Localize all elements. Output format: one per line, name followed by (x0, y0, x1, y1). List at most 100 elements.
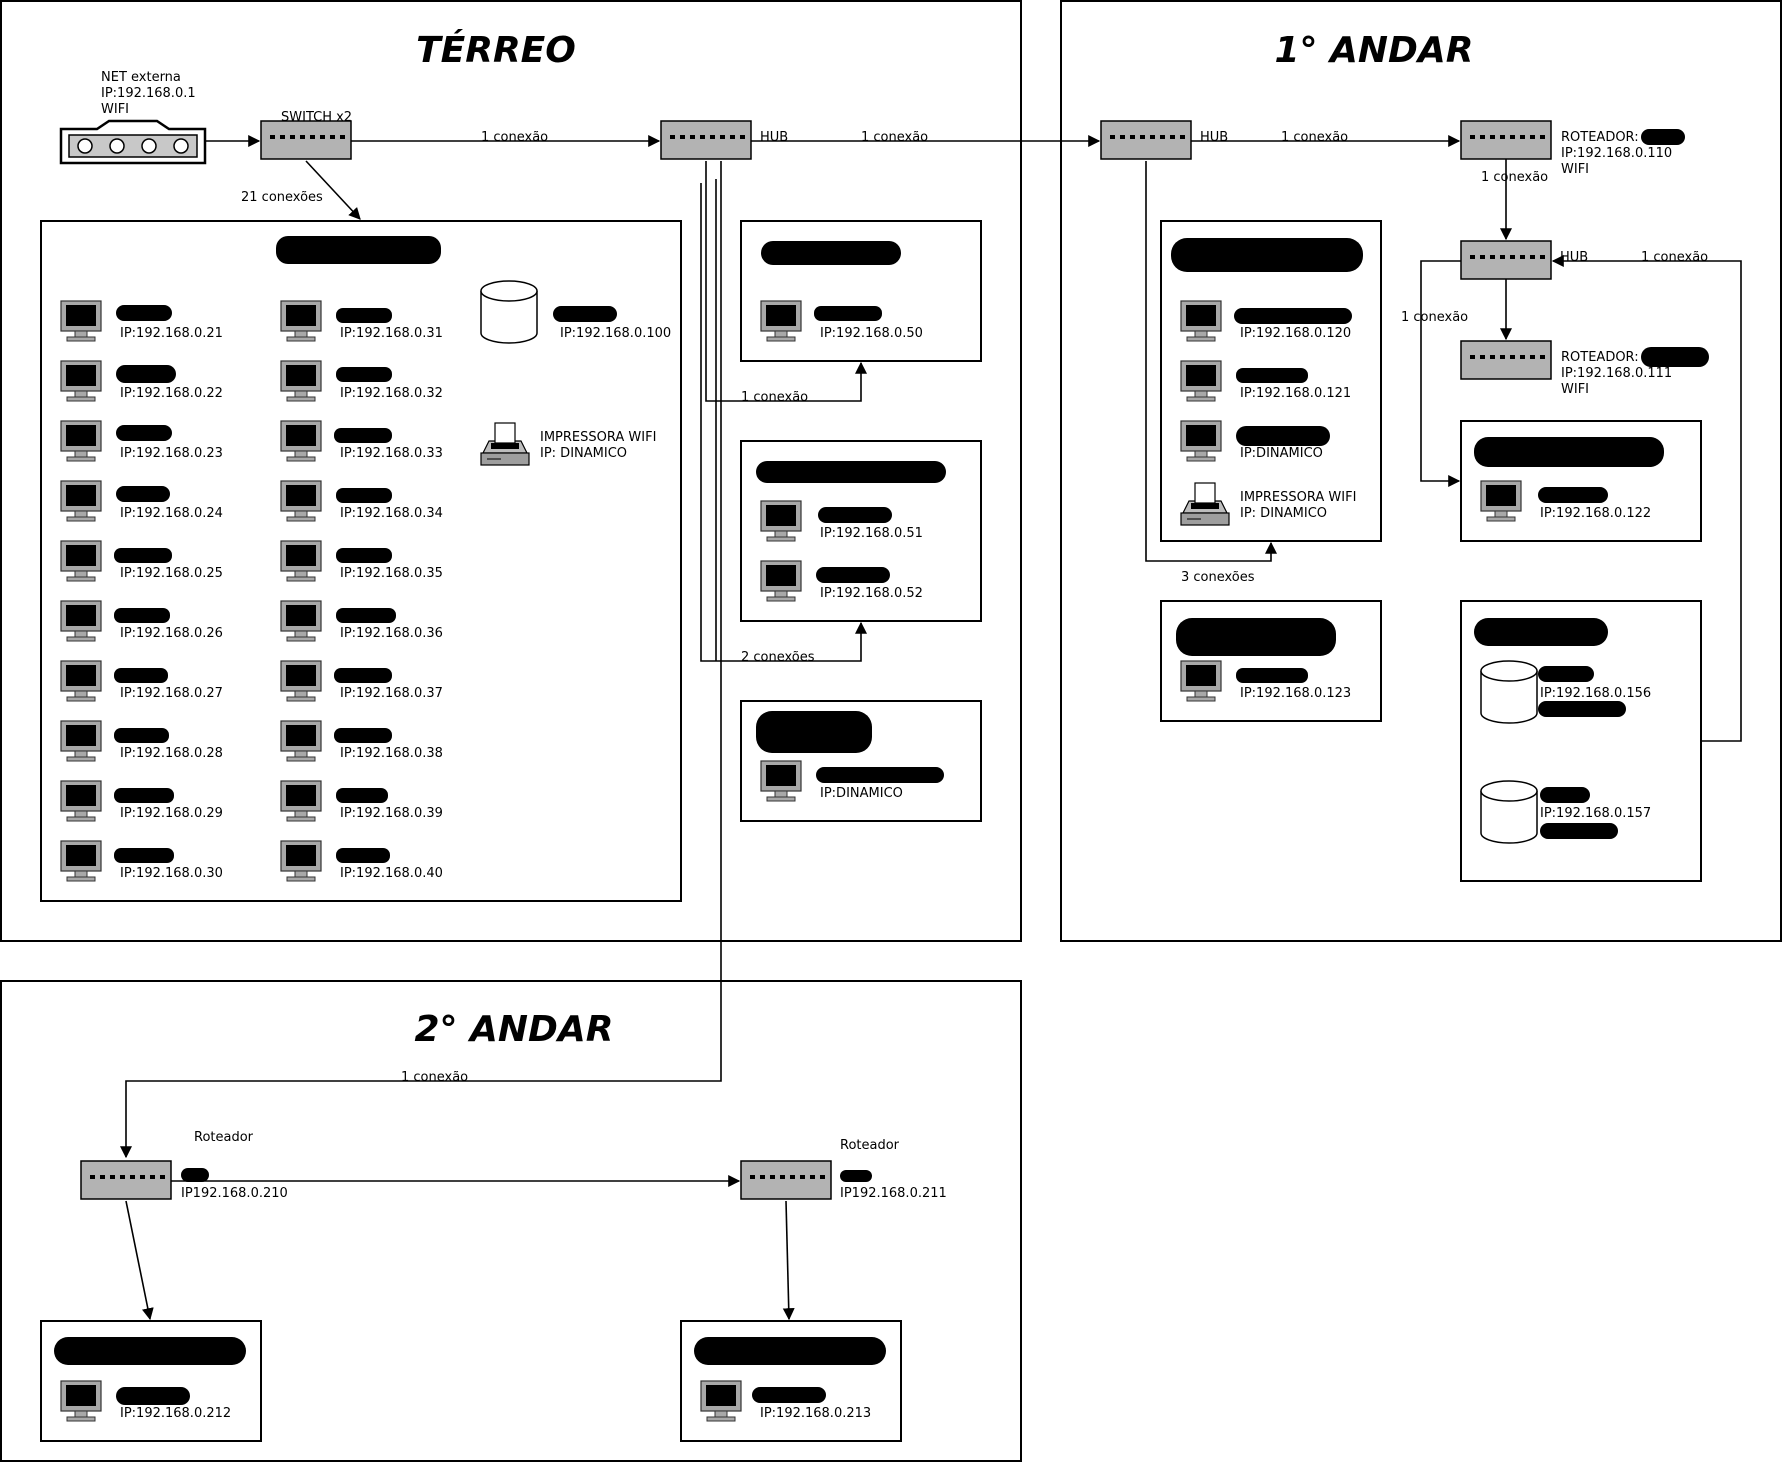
wire-hub-room-a (1145, 161, 1277, 562)
printer-label-2: IP: DINAMICO (540, 446, 627, 461)
hub-andar1-label: HUB (1200, 130, 1228, 145)
room-a-andar1 (1160, 220, 1382, 542)
conn-andar2-label: 1 conexão (401, 1070, 468, 1085)
room-b-andar2-ip: IP:192.168.0.213 (760, 1406, 871, 1421)
pc-icon (280, 660, 322, 702)
pc-ip: IP:192.168.0.22 (120, 386, 223, 401)
zone-title-andar1: 1° ANDAR (1274, 30, 1473, 71)
room-dynamic (740, 700, 982, 822)
router1-icon (1460, 120, 1552, 160)
hub2-label: HUB (1560, 250, 1588, 265)
pc-icon (60, 840, 102, 882)
room51-ip: IP:192.168.0.51 (820, 526, 923, 541)
pc-icon (760, 500, 802, 542)
conn-hub2-right-label: 1 conexão (1641, 250, 1708, 265)
pc-icon (280, 360, 322, 402)
router2-label-1: ROTEADOR: (1561, 350, 1639, 365)
router-a-andar2-icon (80, 1160, 172, 1200)
zone-title-andar2: 2° ANDAR (414, 1009, 613, 1050)
pc-icon (700, 1380, 742, 1422)
router-a-ip: IP192.168.0.210 (181, 1186, 288, 1201)
wire-hub-room51a (700, 183, 867, 662)
pc-icon (760, 560, 802, 602)
room-a-ip-1: IP:192.168.0.120 (1240, 326, 1351, 341)
pc-ip: IP:192.168.0.35 (340, 566, 443, 581)
wire-hub2-room122 (1420, 260, 1461, 487)
pc-icon (1180, 300, 1222, 342)
pc-icon (60, 360, 102, 402)
zone-andar1 (1060, 0, 1782, 942)
printer-a-label-2: IP: DINAMICO (1240, 506, 1327, 521)
router-b-andar2-icon (740, 1160, 832, 1200)
room-large (40, 220, 682, 902)
router-b-ip: IP192.168.0.211 (840, 1186, 947, 1201)
modem-label-2: IP:192.168.0.1 (101, 86, 196, 101)
pc-icon (280, 600, 322, 642)
hub-terreo-label: HUB (760, 130, 788, 145)
room-a-andar2-ip: IP:192.168.0.212 (120, 1406, 231, 1421)
server-icon (1480, 660, 1538, 724)
pc-icon (60, 300, 102, 342)
server-ip-1: IP:192.168.0.156 (1540, 686, 1651, 701)
pc-icon (1180, 420, 1222, 462)
pc-ip: IP:192.168.0.31 (340, 326, 443, 341)
zone-terreo (0, 0, 1022, 942)
hub-andar1-icon (1100, 120, 1192, 160)
server-icon (1480, 780, 1538, 844)
server-ip: IP:192.168.0.100 (560, 326, 671, 341)
hub2-icon (1460, 240, 1552, 280)
router1-label-2: IP:192.168.0.110 (1561, 146, 1672, 161)
pc-ip: IP:192.168.0.37 (340, 686, 443, 701)
modem-icon (59, 119, 207, 165)
router2-label-3: WIFI (1561, 382, 1589, 397)
server-icon (480, 280, 538, 344)
pc-icon (60, 720, 102, 762)
conn-hub2-left-label: 1 conexão (1401, 310, 1468, 325)
pc-icon (280, 540, 322, 582)
room-b-andar1 (1160, 600, 1382, 722)
pc-ip: IP:192.168.0.38 (340, 746, 443, 761)
pc-ip: IP:192.168.0.30 (120, 866, 223, 881)
room-b-ip: IP:192.168.0.123 (1240, 686, 1351, 701)
zone-title-terreo: TÉRREO (416, 29, 576, 71)
pc-ip: IP:192.168.0.26 (120, 626, 223, 641)
pc-ip: IP:192.168.0.29 (120, 806, 223, 821)
switch-label: SWITCH x2 (281, 110, 352, 125)
pc-icon (60, 1380, 102, 1422)
pc-icon (60, 480, 102, 522)
computers-col-2: IP:192.168.0.31 IP:192.168.0.32 IP:192.1… (280, 300, 443, 882)
conn-hub-rooms-label: 3 conexões (1181, 570, 1255, 585)
room-a-ip-2: IP:192.168.0.121 (1240, 386, 1351, 401)
pc-icon (1480, 480, 1522, 522)
pc-ip: IP:192.168.0.28 (120, 746, 223, 761)
printer-icon (1180, 482, 1230, 526)
pc-icon (280, 300, 322, 342)
modem-label-3: WIFI (101, 102, 129, 117)
wire-servers-hub2 (1551, 255, 1742, 742)
pc-icon (1180, 360, 1222, 402)
conn-hub-room50-label: 1 conexão (741, 390, 808, 405)
pc-icon (760, 300, 802, 342)
pc-ip: IP:192.168.0.36 (340, 626, 443, 641)
room-c-andar1 (1460, 420, 1702, 542)
pc-ip: IP:192.168.0.24 (120, 506, 223, 521)
room50-ip: IP:192.168.0.50 (820, 326, 923, 341)
pc-ip: IP:192.168.0.40 (340, 866, 443, 881)
pc-ip: IP:192.168.0.23 (120, 446, 223, 461)
router-b-label: Roteador (840, 1138, 900, 1153)
wire-switch-room (305, 160, 361, 220)
pc-icon (60, 600, 102, 642)
conn-hub-room51-label: 2 conexões (741, 650, 815, 665)
router2-label-2: IP:192.168.0.111 (1561, 366, 1672, 381)
room-a-andar2 (40, 1320, 262, 1442)
pc-icon (60, 780, 102, 822)
conn-switch-room-label: 21 conexões (241, 190, 323, 205)
pc-icon (60, 660, 102, 702)
room52-ip: IP:192.168.0.52 (820, 586, 923, 601)
pc-icon (280, 480, 322, 522)
pc-icon (760, 760, 802, 802)
conn-hub-router1-label: 1 conexão (1281, 130, 1348, 145)
room-51 (740, 440, 982, 622)
printer-icon (480, 422, 530, 466)
